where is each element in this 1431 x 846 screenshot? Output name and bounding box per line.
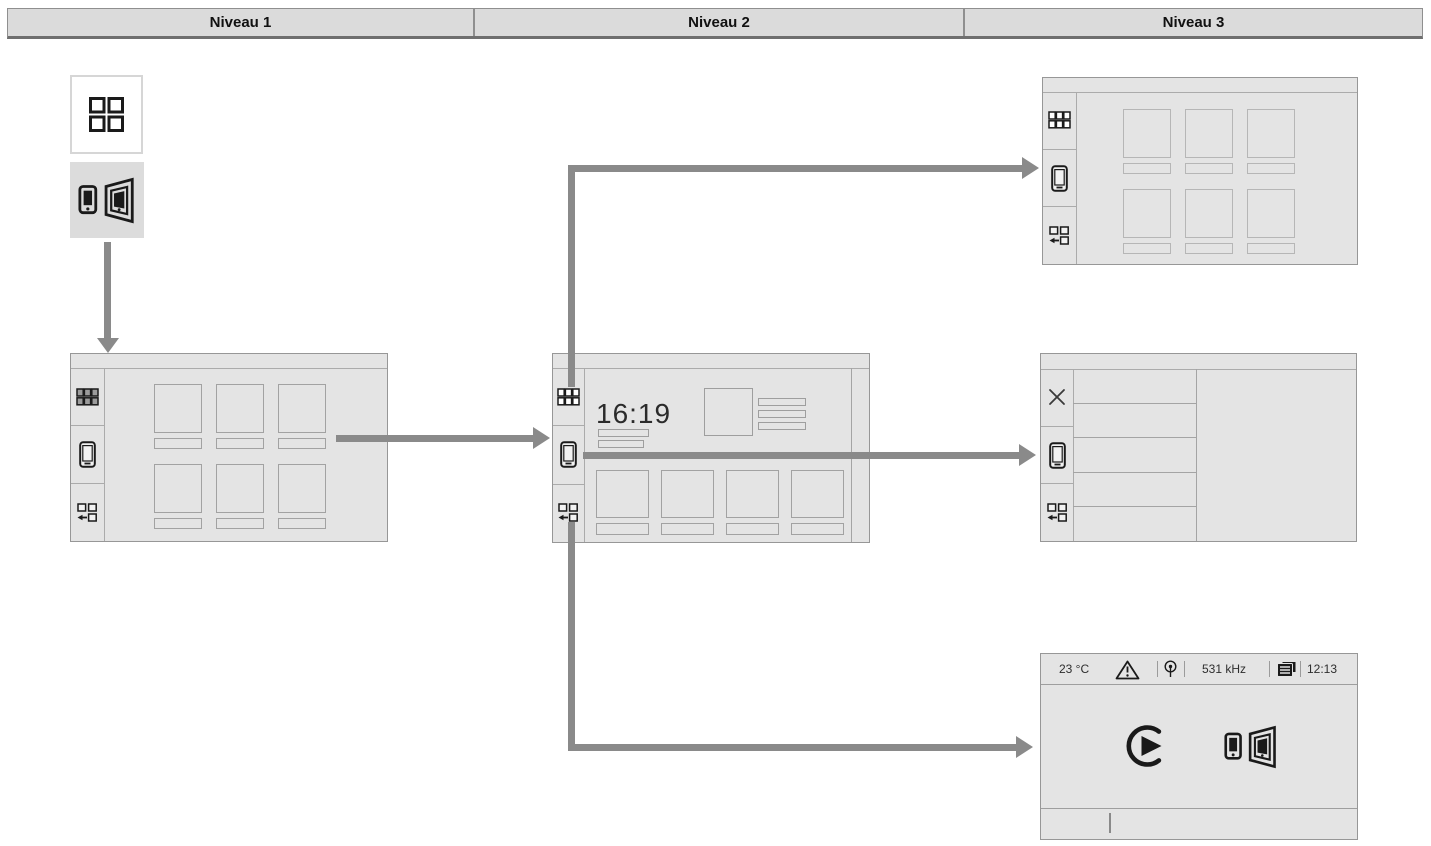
app-tile-placeholder: [154, 384, 202, 449]
status-separator: [1269, 661, 1270, 677]
sidebar-smartphone-button: [1041, 425, 1073, 484]
app-tile-placeholder: [278, 384, 326, 449]
entry-apps-box: [70, 75, 143, 154]
time-value: 12:13: [1307, 662, 1338, 676]
smartphone-icon: [1048, 441, 1066, 469]
traffic-list-icon: [1277, 661, 1297, 682]
exit-icon: [1046, 502, 1067, 522]
apps-grid-icon: [557, 387, 580, 406]
media-artwork-placeholder: [704, 388, 753, 436]
antenna-icon: [1163, 660, 1178, 683]
header-niveau-1: Niveau 1: [209, 14, 272, 31]
screen-level3-list: [1040, 353, 1357, 542]
list-column: [1073, 369, 1197, 541]
screen-titlebar: [553, 354, 869, 369]
bottom-bar: [1041, 808, 1357, 839]
level-header-row: Niveau 1 Niveau 2 Niveau 3: [7, 8, 1423, 39]
dual-phone-icon: [78, 177, 134, 223]
app-tile-placeholder: [154, 464, 202, 529]
screen-sidebar: [1041, 369, 1074, 541]
smartphone-icon: [560, 441, 577, 469]
sidebar-apps-button: [553, 368, 584, 425]
track-info-bar: [758, 410, 806, 418]
sidebar-smartphone-button: [553, 425, 584, 483]
smartphone-icon: [79, 441, 96, 468]
app-tile-placeholder: [1247, 109, 1295, 174]
app-tile-placeholder: [1123, 189, 1171, 254]
screen-titlebar: [71, 354, 387, 369]
status-separator: [1300, 661, 1301, 677]
entry-smartphone-box: [70, 162, 144, 238]
sidebar-apps-button: [71, 368, 104, 425]
clock-display: 16:19: [596, 398, 672, 429]
app-tile-placeholder: [661, 470, 714, 535]
app-tile-placeholder: [1247, 189, 1295, 254]
sidebar-exit-button: [71, 483, 104, 541]
screen-level3-apps: [1042, 77, 1358, 265]
text-placeholder-bar: [598, 429, 649, 437]
app-tile-grid: [596, 470, 844, 535]
list-item-placeholder: [1073, 506, 1196, 541]
text-placeholder-bar: [598, 440, 644, 448]
header-niveau-2: Niveau 2: [473, 9, 963, 36]
status-separator: [1157, 661, 1158, 677]
sidebar-close-button: [1041, 369, 1073, 426]
app-tile-placeholder: [1185, 189, 1233, 254]
app-tile-grid: [154, 384, 326, 529]
exit-icon: [77, 502, 97, 522]
screen-titlebar: [1041, 354, 1356, 370]
list-item-placeholder: [1073, 471, 1196, 507]
screen-sidebar: [1043, 92, 1077, 264]
sidebar-exit-button: [553, 483, 584, 542]
app-tile-placeholder: [216, 384, 264, 449]
carplay-icon: [1124, 723, 1170, 774]
sidebar-smartphone-button: [1043, 148, 1076, 207]
status-bar: 23 °C 531 kHz: [1041, 654, 1357, 685]
sidebar-smartphone-button: [71, 425, 104, 483]
app-tile-placeholder: [596, 470, 649, 535]
list-item-placeholder: [1073, 369, 1196, 403]
app-tile-placeholder: [278, 464, 326, 529]
frequency-value: 531 kHz: [1202, 662, 1247, 676]
apps-grid-icon: [1048, 111, 1071, 129]
temperature-value: 23 °C: [1059, 662, 1090, 676]
dual-phone-icon: [1224, 725, 1278, 774]
app-tile-placeholder: [791, 470, 844, 535]
warning-triangle-icon: [1115, 660, 1140, 685]
app-tile-placeholder: [1123, 109, 1171, 174]
exit-icon: [1049, 225, 1069, 245]
screen-level3-carplay: 23 °C 531 kHz: [1040, 653, 1358, 840]
app-tile-placeholder: [1185, 109, 1233, 174]
app-tile-placeholder: [726, 470, 779, 535]
app-tile-grid: [1123, 109, 1295, 254]
screen-level2-smartphone: 16:19: [552, 353, 870, 543]
header-niveau-3: Niveau 3: [963, 9, 1422, 36]
exit-icon: [558, 503, 578, 523]
smartphone-icon: [1051, 164, 1068, 192]
screen-titlebar: [1043, 78, 1357, 93]
app-tile-placeholder: [216, 464, 264, 529]
screen-level1-apps: [70, 353, 388, 542]
track-info-bar: [758, 422, 806, 430]
sidebar-exit-button: [1041, 483, 1073, 541]
status-separator: [1184, 661, 1185, 677]
sidebar-exit-button: [1043, 206, 1076, 264]
screen-sidebar: [71, 368, 105, 541]
track-info-bar: [758, 398, 806, 406]
grid-2x2-icon: [88, 96, 124, 132]
apps-grid-icon: [76, 387, 99, 406]
list-item-placeholder: [1073, 402, 1196, 438]
screen-sidebar: [553, 368, 585, 542]
list-item-placeholder: [1073, 437, 1196, 472]
bottom-bar-divider: [1109, 813, 1111, 833]
sidebar-apps-button: [1043, 92, 1076, 149]
close-icon: [1049, 389, 1065, 406]
